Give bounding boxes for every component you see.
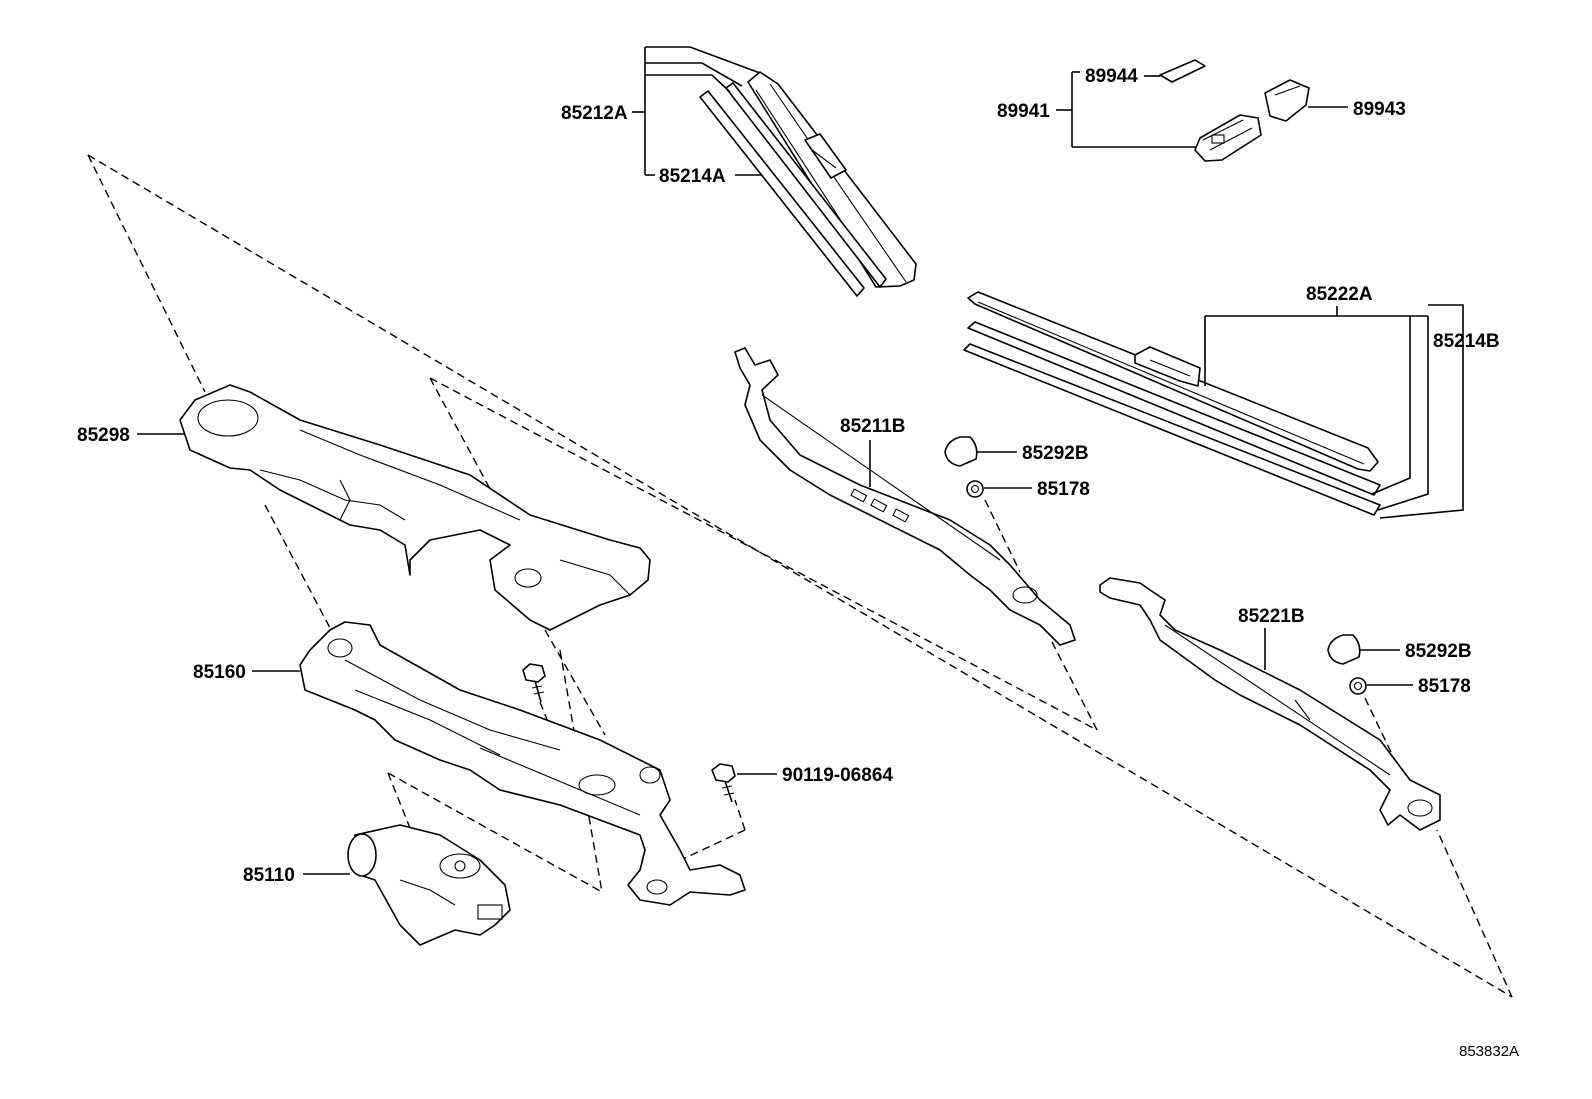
wiper-motor-85110 [347,824,511,946]
nut-85178-2 [1349,677,1367,695]
cover-89943 [1264,79,1310,122]
callout-85110: 85110 [243,865,295,886]
cowl-cover-85298 [179,384,651,631]
connector-89941 [1194,114,1262,162]
leaders-85222A-85214B [1204,304,1464,519]
callout-85178-1: 85178 [1037,479,1090,500]
diagram-id: 853832A [1459,1043,1519,1060]
callout-89941: 89941 [997,101,1050,122]
front-wiper-blade-85212A [747,71,917,288]
callout-85221B: 85221B [1238,606,1305,627]
rear-wiper-blade-85222A [967,291,1379,472]
bolt-icon [522,663,546,703]
callout-85292B-2: 85292B [1405,641,1472,662]
blade-rubber-85214B [963,321,1381,516]
label-tag-89944 [1159,59,1206,83]
callout-85160: 85160 [193,662,246,683]
callout-85211B: 85211B [840,416,906,437]
assembly-dashed-lines [87,154,1513,998]
wiper-arm-85221B [1099,577,1441,831]
callout-85222A: 85222A [1306,284,1373,305]
nut-85178-1 [966,480,984,498]
callout-85214A: 85214A [659,166,726,187]
callout-89944: 89944 [1085,66,1138,87]
wiper-link-85160 [299,621,746,906]
leaders-8994x [1056,71,1348,148]
callout-85298: 85298 [77,425,130,446]
wiper-arm-85211B [734,347,1076,646]
callout-90119-06864: 90119-06864 [782,765,893,786]
arm-cap-85292B-2 [1327,634,1361,665]
callout-85178-2: 85178 [1418,676,1471,697]
callout-85212A: 85212A [561,103,628,124]
arm-cap-85292B-1 [944,436,978,467]
blade-rubber-85214A [699,82,887,297]
leaders-85212A-85214A [632,46,762,176]
bolt-90119-06864 [711,763,736,803]
callout-85292B-1: 85292B [1022,443,1089,464]
callout-85214B: 85214B [1433,331,1500,352]
callout-89943: 89943 [1353,99,1406,120]
